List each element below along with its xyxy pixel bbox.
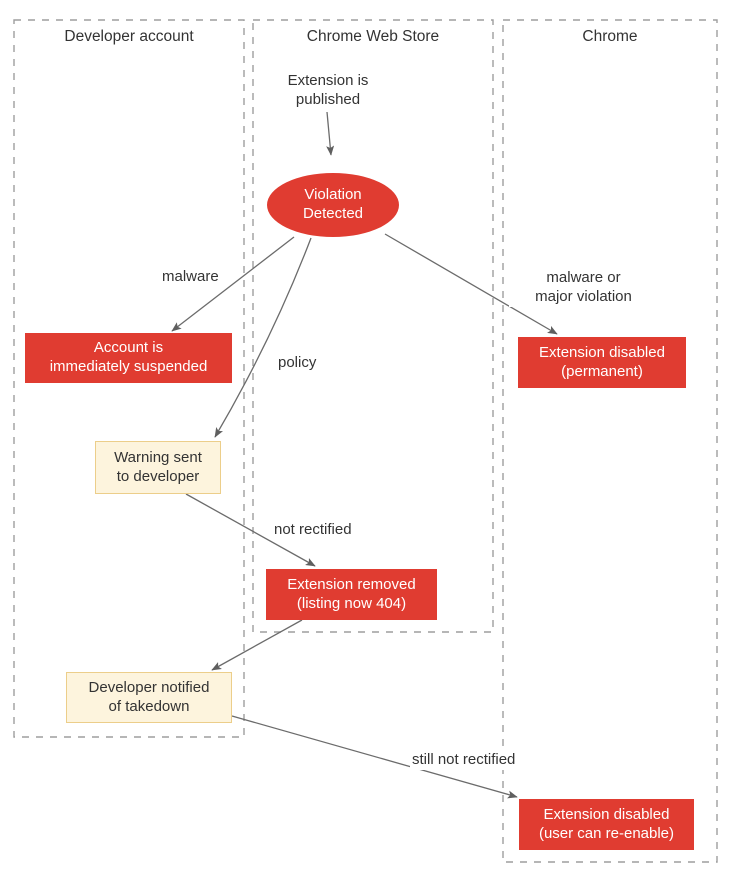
node-extension-published-line-2: published — [295, 91, 361, 108]
node-extension-disabled-permanent-line-2: (permanent) — [561, 362, 643, 380]
node-extension-removed-line-2: (listing now 404) — [296, 594, 407, 612]
node-developer-notified[interactable]: Developer notified of takedown — [66, 672, 232, 723]
edge-label-malware: malware — [160, 268, 221, 287]
edge-label-malware-or-major-violation-line-1: malware or — [546, 269, 621, 286]
edge-label-malware-or-major-violation: malware or major violation — [509, 269, 658, 307]
node-account-suspended-line-2: immediately suspended — [49, 358, 208, 375]
node-extension-disabled-reenable[interactable]: Extension disabled (user can re-enable) — [519, 799, 694, 850]
node-developer-notified-line-2: of takedown — [108, 697, 190, 715]
edge-notified-to-disabled-reenable — [231, 715, 518, 799]
lane-chrome-web-store — [252, 19, 494, 633]
node-extension-disabled-reenable-line-1: Extension disabled — [543, 805, 670, 823]
lane-title-chrome-web-store: Chrome Web Store — [306, 28, 440, 45]
edge-violation-to-suspended — [171, 236, 295, 332]
edge-label-policy: policy — [276, 354, 319, 373]
lane-title-chrome: Chrome — [582, 28, 638, 45]
node-violation-detected[interactable]: Violation Detected — [267, 173, 399, 237]
node-extension-published[interactable]: Extension is published — [258, 68, 398, 114]
edge-removed-to-notified — [211, 619, 303, 671]
node-account-suspended[interactable]: Account is immediately suspended — [25, 333, 232, 383]
node-warning-sent[interactable]: Warning sent to developer — [95, 441, 221, 494]
edge-warning-to-removed — [185, 493, 316, 567]
lane-developer-account — [13, 19, 245, 738]
node-extension-disabled-reenable-line-2: (user can re-enable) — [538, 824, 675, 842]
edge-published-to-violation — [326, 111, 335, 156]
edge-label-not-rectified: not rectified — [272, 521, 354, 540]
node-warning-sent-line-1: Warning sent — [114, 448, 202, 466]
node-violation-detected-line-2: Detected — [302, 205, 364, 222]
node-developer-notified-line-1: Developer notified — [88, 678, 210, 696]
edge-label-malware-or-major-violation-line-2: major violation — [535, 287, 632, 305]
node-extension-disabled-permanent[interactable]: Extension disabled (permanent) — [518, 337, 686, 388]
edge-violation-to-disabled-permanent — [384, 233, 558, 335]
lane-title-developer-account: Developer account — [64, 28, 194, 45]
node-extension-removed[interactable]: Extension removed (listing now 404) — [266, 569, 437, 620]
node-account-suspended-line-1: Account is — [93, 339, 164, 357]
lane-chrome — [502, 19, 718, 863]
edge-label-still-not-rectified: still not rectified — [410, 751, 518, 770]
node-extension-removed-line-1: Extension removed — [287, 575, 416, 593]
edge-violation-to-warning — [214, 237, 312, 438]
node-warning-sent-line-2: to developer — [116, 467, 200, 485]
node-violation-detected-line-1: Violation — [304, 186, 362, 204]
node-extension-published-line-1: Extension is — [287, 72, 369, 90]
node-extension-disabled-permanent-line-1: Extension disabled — [539, 343, 665, 361]
